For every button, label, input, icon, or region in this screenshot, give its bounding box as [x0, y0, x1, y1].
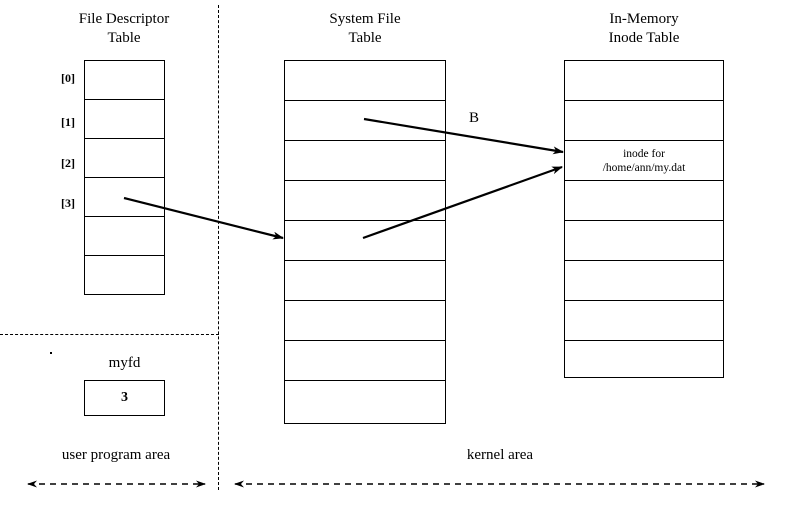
- system-file-table-title: System File Table: [329, 11, 401, 46]
- fd-table-row[interactable]: [85, 256, 164, 296]
- fd-index-label-1: [1]: [61, 115, 75, 129]
- inode-table-row[interactable]: [565, 301, 723, 341]
- kernel-area-label: kernel area: [466, 447, 534, 463]
- stray-dot: [50, 352, 52, 354]
- myfd-label: myfd: [108, 355, 141, 371]
- fd-table-title: File Descriptor Table: [78, 11, 170, 46]
- fd-table-row[interactable]: [85, 100, 164, 139]
- myfd-value-box[interactable]: 3: [84, 380, 165, 416]
- user-kernel-divider: [218, 5, 219, 490]
- inode-table-row[interactable]: [565, 101, 723, 141]
- inode-table-row[interactable]: [565, 341, 723, 379]
- fd-index-label-2: [2]: [61, 156, 75, 170]
- system-file-table-row[interactable]: [285, 101, 445, 141]
- fd-index-label-3: [3]: [61, 196, 75, 210]
- system-file-table-row[interactable]: [285, 141, 445, 181]
- system-file-table-row[interactable]: [285, 381, 445, 423]
- arrow-b-label: B: [469, 110, 480, 126]
- fd-table-row[interactable]: [85, 217, 164, 256]
- myfd-value: 3: [121, 390, 128, 405]
- fd-table-variable-divider: [0, 334, 219, 335]
- user-program-area-label: user program area: [61, 447, 171, 463]
- system-file-table-row[interactable]: [285, 221, 445, 261]
- inode-table: inode for /home/ann/my.dat: [564, 60, 724, 378]
- inode-table-title: In-Memory Inode Table: [608, 11, 680, 46]
- inode-entry-text: inode for /home/ann/my.dat: [602, 147, 686, 174]
- fd-table: [84, 60, 165, 295]
- inode-table-row-occupied[interactable]: inode for /home/ann/my.dat: [565, 141, 723, 181]
- system-file-table-row[interactable]: [285, 301, 445, 341]
- system-file-table-row[interactable]: [285, 341, 445, 381]
- fd-table-row[interactable]: [85, 139, 164, 178]
- fd-index-label-0: [0]: [61, 71, 75, 85]
- inode-table-row[interactable]: [565, 181, 723, 221]
- inode-table-row[interactable]: [565, 61, 723, 101]
- system-file-table-row[interactable]: [285, 261, 445, 301]
- inode-table-row[interactable]: [565, 221, 723, 261]
- system-file-table-row[interactable]: [285, 181, 445, 221]
- fd-table-row[interactable]: [85, 178, 164, 217]
- inode-table-row[interactable]: [565, 261, 723, 301]
- system-file-table: [284, 60, 446, 424]
- fd-table-row[interactable]: [85, 61, 164, 100]
- system-file-table-row[interactable]: [285, 61, 445, 101]
